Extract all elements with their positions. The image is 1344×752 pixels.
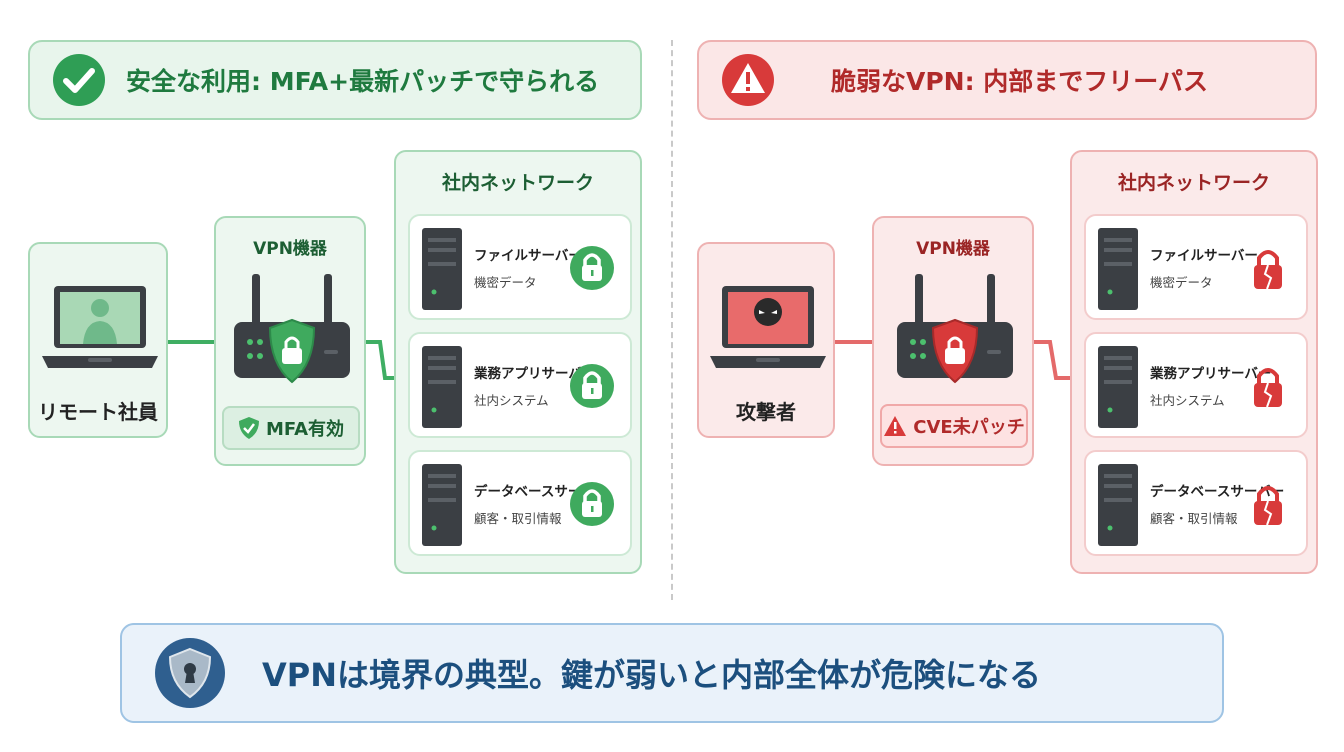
danger-vpn-node: VPN機器 CVE未パッチ [872, 216, 1034, 466]
danger-network-title: 社内ネットワーク [1117, 172, 1270, 194]
mfa-badge-label: MFA有効 [265, 419, 345, 440]
danger-banner-title: 脆弱なVPN: 内部までフリーパス [831, 67, 1209, 96]
attacker-node: 攻撃者 [697, 242, 835, 438]
safe-vpn-node: VPN機器 MFA有効 [214, 216, 366, 466]
broken-lock-icon [1254, 250, 1282, 290]
server-icon [1098, 464, 1138, 546]
server-name: データベースサーバー [1150, 484, 1285, 500]
footer-text: VPNは境界の典型。鍵が弱いと内部全体が危険になる [262, 656, 1042, 694]
danger-vpn-title: VPN機器 [916, 239, 990, 259]
danger-connectors [835, 340, 1070, 380]
broken-lock-icon [1254, 486, 1282, 526]
server-icon [1098, 228, 1138, 310]
warning-triangle-icon [722, 54, 774, 106]
cve-badge: CVE未パッチ [880, 404, 1028, 448]
server-name: ファイルサーバー [1150, 248, 1258, 264]
shield-keyhole-icon [155, 638, 225, 708]
server-desc: 機密データ [474, 275, 537, 290]
laptop-hacker-icon [710, 286, 826, 368]
safe-banner-title: 安全な利用: MFA+最新パッチで守られる [126, 67, 600, 96]
warning-triangle-icon [884, 416, 907, 436]
safe-internal-network: 社内ネットワーク ファイルサーバー 機密データ 業務アプリサーバー 社内システム [394, 150, 642, 574]
safe-connectors [167, 340, 394, 380]
safe-app-server: 業務アプリサーバー 社内システム [408, 332, 632, 438]
safe-file-server: ファイルサーバー 機密データ [408, 214, 632, 320]
check-circle-icon [53, 54, 105, 106]
server-desc: 社内システム [1150, 393, 1225, 408]
center-divider [671, 40, 673, 600]
server-desc: 顧客・取引情報 [1150, 511, 1238, 526]
safe-network-title: 社内ネットワーク [441, 172, 594, 194]
safe-banner: 安全な利用: MFA+最新パッチで守られる [28, 40, 642, 120]
broken-lock-icon [1254, 368, 1282, 408]
danger-file-server: ファイルサーバー 機密データ [1084, 214, 1308, 320]
mfa-badge: MFA有効 [222, 406, 360, 450]
danger-db-server: データベースサーバー 顧客・取引情報 [1084, 450, 1308, 556]
danger-internal-network: 社内ネットワーク ファイルサーバー 機密データ 業務アプリサーバー 社内システム [1070, 150, 1318, 574]
lock-closed-icon [570, 482, 614, 526]
lock-closed-icon [570, 364, 614, 408]
server-icon [422, 346, 462, 428]
shield-check-icon [238, 417, 259, 439]
safe-db-server: データベースサーバー 顧客・取引情報 [408, 450, 632, 556]
server-icon [422, 464, 462, 546]
safe-vpn-title: VPN機器 [253, 239, 327, 259]
remote-employee-label: リモート社員 [38, 400, 158, 424]
server-name: 業務アプリサーバー [474, 366, 596, 382]
server-desc: 社内システム [474, 393, 549, 408]
server-name: 業務アプリサーバー [1150, 366, 1272, 382]
remote-employee-node: リモート社員 [28, 242, 168, 438]
danger-app-server: 業務アプリサーバー 社内システム [1084, 332, 1308, 438]
server-name: ファイルサーバー [474, 248, 582, 264]
laptop-user-icon [42, 286, 158, 368]
server-icon [1098, 346, 1138, 428]
router-shield-icon [234, 274, 350, 384]
footer-message: VPNは境界の典型。鍵が弱いと内部全体が危険になる [120, 623, 1224, 723]
server-desc: 顧客・取引情報 [474, 511, 562, 526]
danger-banner: 脆弱なVPN: 内部までフリーパス [697, 40, 1317, 120]
attacker-label: 攻撃者 [736, 400, 796, 424]
lock-closed-icon [570, 246, 614, 290]
server-desc: 機密データ [1150, 275, 1213, 290]
cve-badge-label: CVE未パッチ [913, 417, 1025, 438]
server-icon [422, 228, 462, 310]
router-shield-icon [897, 274, 1013, 384]
